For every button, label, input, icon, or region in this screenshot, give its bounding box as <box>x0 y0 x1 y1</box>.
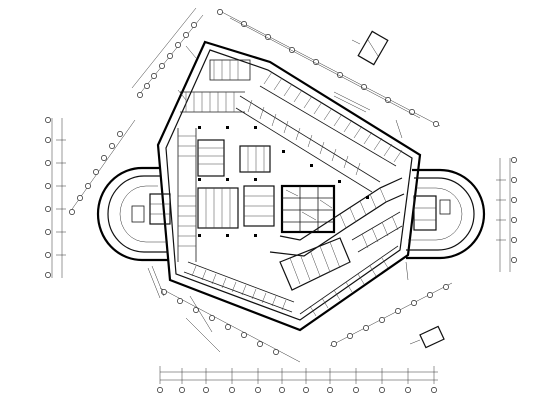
grid-axis-left-vertical <box>45 117 66 278</box>
north-arrow-symbol <box>351 30 389 66</box>
grid-axis-right-vertical <box>496 157 517 272</box>
parking-stalls-top-band <box>259 71 403 167</box>
central-core <box>197 139 275 229</box>
parking-stalls-upper-left <box>180 59 251 113</box>
right-wing-rooms <box>413 195 451 231</box>
grid-axis-top-right-diagonal <box>217 9 441 127</box>
left-wing-rooms <box>131 193 171 225</box>
left-ramp-wing <box>96 166 168 262</box>
grid-axis-top-left-diagonal <box>131 7 204 98</box>
legend-box-bottom-right <box>409 325 445 349</box>
structural-columns <box>198 126 369 237</box>
grid-axis-bottom-horizontal <box>157 366 438 393</box>
parking-stalls-bottom-band <box>183 245 399 317</box>
parking-stalls-left-column <box>177 128 197 262</box>
inner-drive-aisle <box>269 177 405 257</box>
right-ramp-wing <box>406 168 486 260</box>
grid-axis-left-diagonal <box>69 119 136 215</box>
grid-axis-bottom-right-diagonal <box>329 282 453 347</box>
annotation-blocks <box>147 45 409 299</box>
grid-axis-bottom-left-diagonal <box>159 287 301 363</box>
parking-stalls-lower-right <box>279 211 403 291</box>
stair-elevator-core <box>280 184 336 234</box>
parking-stalls-second-band <box>235 95 381 193</box>
